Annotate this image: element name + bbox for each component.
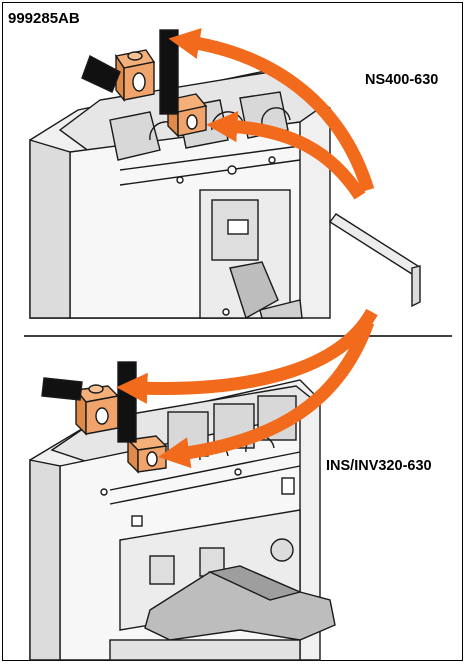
allen-key-icon	[328, 213, 421, 308]
curved-arrow-icon	[116, 308, 378, 469]
connector-lug-icon	[81, 49, 156, 102]
top-model-label: NS400-630	[365, 72, 439, 88]
document-reference: 999285AB	[8, 10, 80, 27]
connector-lug-icon	[159, 29, 208, 138]
curved-arrow-icon	[168, 28, 375, 200]
bottom-model-label: INS/INV320-630	[326, 458, 432, 474]
bottom-breaker	[29, 379, 336, 661]
connector-lug-icon	[41, 377, 120, 436]
